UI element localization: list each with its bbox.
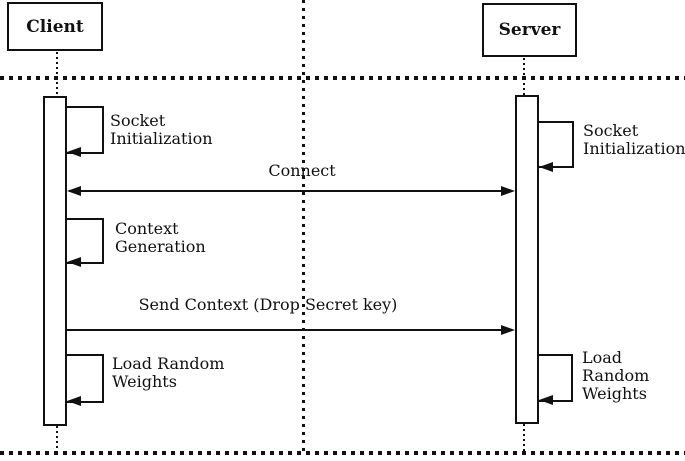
client-context-generation-loop (66, 218, 104, 264)
label-line: Context (115, 219, 179, 238)
label-line: Weights (582, 384, 647, 403)
client-load-weights-label: Load Random Weights (112, 355, 224, 391)
arrowhead-left-icon (539, 395, 553, 405)
connect-message-line (69, 190, 501, 192)
label-line: Load Random (112, 354, 225, 373)
client-lifeline-top (56, 47, 58, 96)
send-context-message-line (67, 329, 503, 331)
arrowhead-left-icon (67, 186, 81, 196)
arrowhead-right-icon (501, 186, 515, 196)
server-lifeline-top (523, 53, 525, 95)
connect-message-label: Connect (268, 161, 336, 180)
arrowhead-left-icon (539, 162, 553, 172)
server-lifeline-bottom (523, 424, 525, 452)
label-line: Initialization (110, 129, 213, 148)
client-activation-bar (43, 96, 67, 426)
label-line: Load (582, 348, 623, 367)
arrowhead-right-icon (501, 325, 515, 335)
client-context-generation-label: Context Generation (115, 220, 206, 256)
label-line: Weights (112, 372, 177, 391)
label-line: Random (582, 366, 650, 385)
top-boundary-line (0, 76, 685, 80)
bottom-boundary-line (0, 451, 685, 455)
client-socket-init-label: Socket Initialization (110, 112, 213, 148)
send-context-message-label: Send Context (Drop Secret key) (138, 295, 398, 314)
client-socket-init-loop (66, 106, 104, 154)
arrowhead-left-icon (67, 147, 81, 157)
middle-divider-line (302, 0, 305, 454)
client-load-weights-loop (66, 354, 104, 403)
server-load-weights-loop (538, 354, 573, 402)
server-load-weights-label: Load Random Weights (582, 349, 649, 403)
server-socket-init-label: Socket Initialization (583, 122, 685, 158)
actor-client-box: Client (7, 2, 103, 51)
server-socket-init-loop (538, 121, 574, 168)
client-lifeline-bottom (56, 426, 58, 452)
label-line: Socket (110, 111, 166, 130)
server-activation-bar (515, 95, 539, 424)
label-line: Socket (583, 121, 639, 140)
arrowhead-left-icon (67, 257, 81, 267)
arrowhead-left-icon (67, 396, 81, 406)
label-line: Generation (115, 237, 206, 256)
actor-server-box: Server (482, 3, 577, 57)
label-line: Initialization (583, 139, 685, 158)
actor-server-label: Server (498, 20, 561, 40)
actor-client-label: Client (26, 16, 84, 37)
